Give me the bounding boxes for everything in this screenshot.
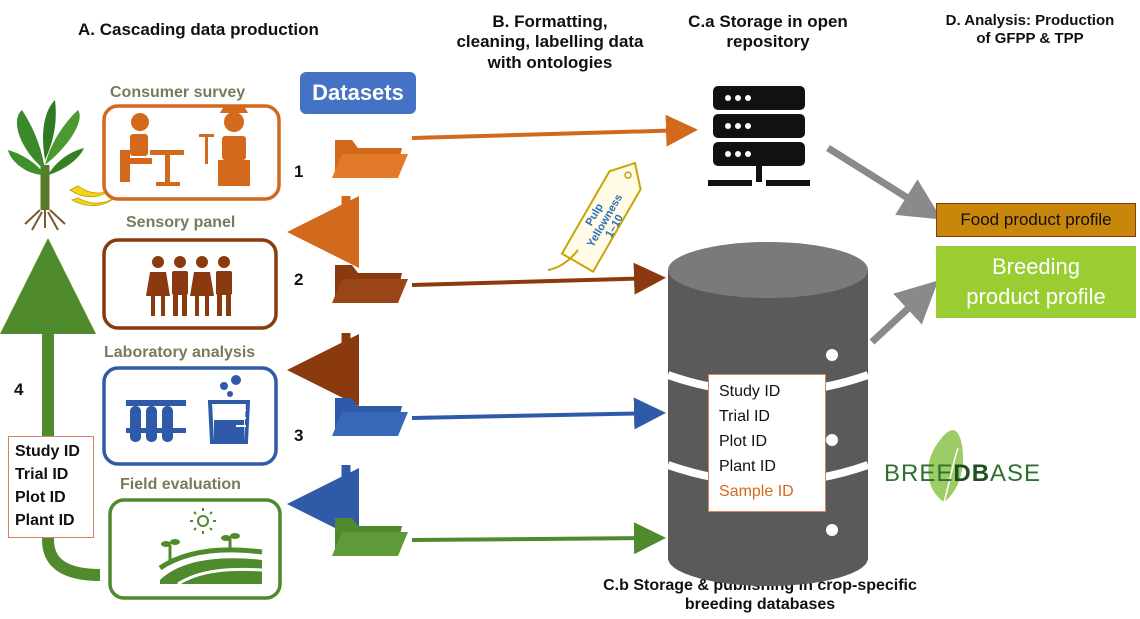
header-ca: C.a Storage in open repository xyxy=(668,12,868,53)
datasets-button[interactable]: Datasets xyxy=(300,72,416,114)
curved-arrow-1 xyxy=(287,196,359,268)
food-product-profile-box: Food product profile xyxy=(936,203,1136,237)
stage-label-laboratory-analysis: Laboratory analysis xyxy=(104,344,256,361)
folder-icon xyxy=(332,518,408,556)
header-a: A. Cascading data production xyxy=(78,20,319,39)
left-id-box: Study ID Trial ID Plot ID Plant ID xyxy=(8,436,94,538)
test-tubes-icon xyxy=(126,400,186,442)
curved-arrow-3 xyxy=(287,465,359,540)
arrow-to-database-4 xyxy=(411,522,666,555)
banana-plant-icon xyxy=(8,100,121,231)
breedbase-logo: BREEDBASE xyxy=(884,460,1041,488)
breeding-profile-line: product profile xyxy=(966,284,1106,309)
header-d-line: D. Analysis: Production xyxy=(945,12,1115,29)
leaf-stem xyxy=(943,447,959,503)
field-sun-icon xyxy=(158,508,263,586)
db-id-item: Plant ID xyxy=(719,458,776,475)
breeding-product-profile-box: Breeding product profile xyxy=(936,246,1136,318)
breeding-profile-line: Breeding xyxy=(991,254,1081,279)
curved-arrow-2 xyxy=(287,333,359,406)
left-id-item: Plot ID xyxy=(15,489,66,506)
header-ca-line: C.a Storage in open xyxy=(688,12,848,31)
folder-icon xyxy=(332,265,408,303)
header-ca-line: repository xyxy=(726,32,810,52)
logo-part: BREE xyxy=(884,460,954,487)
folder-icon xyxy=(332,140,408,178)
logo-part: ASE xyxy=(990,460,1042,487)
laboratory-analysis-box xyxy=(102,366,278,466)
folder-icon xyxy=(332,398,408,436)
stage-label-consumer-survey: Consumer survey xyxy=(110,84,246,101)
header-cb-line: breeding databases xyxy=(684,596,836,614)
logo-part-bold: DB xyxy=(953,460,991,487)
tag-string xyxy=(547,249,579,271)
left-id-item: Trial ID xyxy=(15,466,69,483)
step-number-1: 1 xyxy=(294,162,304,181)
consumer-table-icon xyxy=(120,106,250,186)
stage-label-sensory-panel: Sensory panel xyxy=(126,214,236,231)
people-group-icon xyxy=(146,256,232,316)
step-number-2: 2 xyxy=(294,270,304,289)
stage-label-field-evaluation: Field evaluation xyxy=(120,476,241,493)
database-id-box: Study ID Trial ID Plot ID Plant ID Sampl… xyxy=(708,374,826,512)
db-id-item: Plot ID xyxy=(719,433,768,450)
arrow-to-database-3 xyxy=(411,397,666,430)
tag-icon: Pulp Yellowness 1–10 xyxy=(560,161,642,273)
left-id-item: Study ID xyxy=(15,443,80,460)
db-id-item: Study ID xyxy=(719,383,781,400)
db-id-item: Trial ID xyxy=(719,408,770,425)
left-id-item: Plant ID xyxy=(15,512,75,529)
db-sample-id: Sample ID xyxy=(719,483,794,500)
arrow-to-database-2 xyxy=(411,262,666,295)
header-b: B. Formatting, cleaning, labelling data … xyxy=(430,12,670,73)
beaker-icon xyxy=(207,375,251,444)
header-b-line: with ontologies xyxy=(487,52,613,72)
header-b-line: B. Formatting, xyxy=(492,12,608,31)
header-d: D. Analysis: Production of GFPP & TPP xyxy=(930,12,1130,48)
arrow-to-breeding-profile xyxy=(869,280,939,345)
loop-arrow-4 xyxy=(0,238,101,581)
arrow-to-repository xyxy=(411,114,698,147)
leaf-icon xyxy=(928,430,964,502)
header-b-line: cleaning, labelling data xyxy=(456,32,644,52)
arrow-to-food-profile xyxy=(826,145,942,220)
server-icon xyxy=(708,86,810,186)
step-number-3: 3 xyxy=(294,426,304,445)
header-d-line: of GFPP & TPP xyxy=(976,30,1084,47)
step-number-4: 4 xyxy=(14,380,24,399)
sensory-panel-box xyxy=(102,238,278,330)
